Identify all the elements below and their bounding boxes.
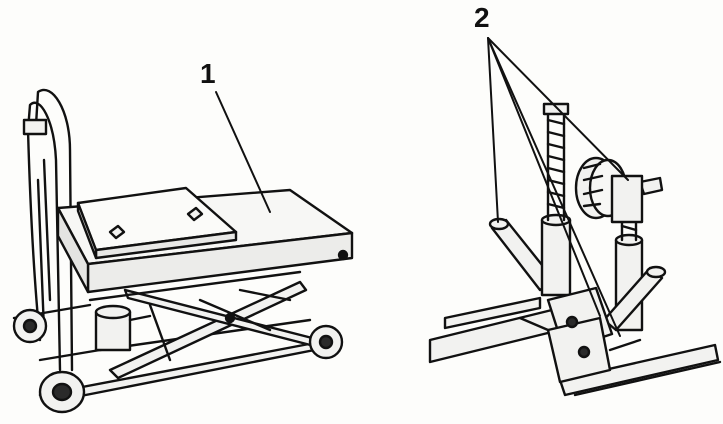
lift-table xyxy=(12,88,354,414)
lift-table-handle xyxy=(22,88,74,372)
support-stand-threaded-column xyxy=(540,102,572,297)
callout-1-leader xyxy=(215,91,271,213)
callout-2-leaders xyxy=(487,37,629,337)
support-stand-right-tube xyxy=(602,265,667,332)
callout-label-2: 2 xyxy=(474,2,490,33)
caster-wheel-icon xyxy=(12,308,48,344)
lift-table-wheels xyxy=(12,308,344,414)
callout-label-1: 1 xyxy=(200,58,216,89)
lift-table-top-plate xyxy=(76,186,238,260)
support-stand xyxy=(428,102,722,397)
caster-wheel-icon xyxy=(38,370,86,414)
wing-nut-icon xyxy=(638,176,664,196)
lift-table-hydraulic-pump xyxy=(94,304,152,352)
caster-wheel-icon xyxy=(308,324,344,360)
wing-nut-icon xyxy=(108,224,126,240)
wing-nut-icon xyxy=(186,206,204,222)
